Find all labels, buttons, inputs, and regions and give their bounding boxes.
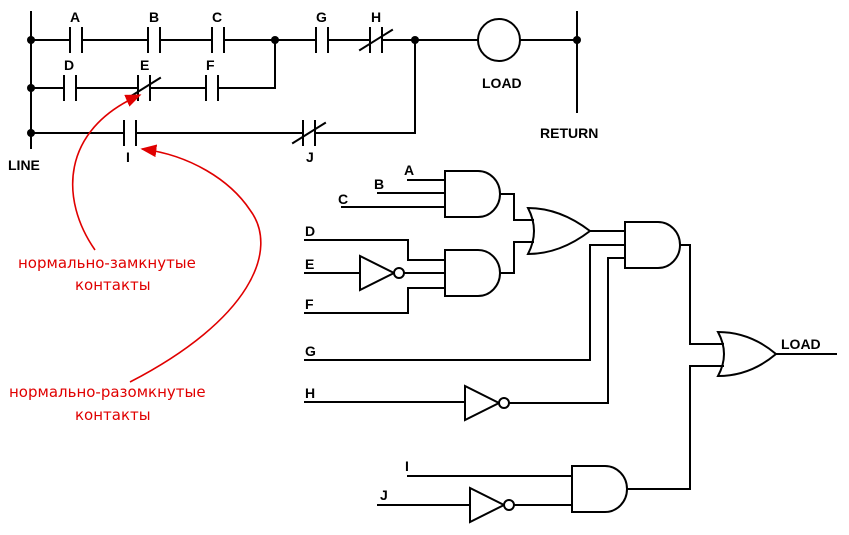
and-gate-3 <box>624 221 681 269</box>
and-gate-abc <box>444 170 501 218</box>
contact-label: I <box>126 149 130 165</box>
input-label: A <box>404 162 414 178</box>
input-label: C <box>338 191 348 207</box>
junction-dot <box>411 36 419 44</box>
contact-label: F <box>206 57 215 73</box>
contact-j: J <box>291 120 327 165</box>
input-label: D <box>305 223 315 239</box>
input-label: B <box>374 176 384 192</box>
not-gate-h <box>464 384 502 422</box>
junction-dot <box>27 129 35 137</box>
input-label: J <box>380 487 388 503</box>
contact-label: A <box>70 9 80 25</box>
no-annotation-line2: контакты <box>75 406 151 424</box>
rung-3 <box>30 39 416 134</box>
contact-label: G <box>316 9 327 25</box>
not-gate-e <box>359 254 397 292</box>
ladder-diagram: A B C G H D E F <box>8 9 598 173</box>
contact-label: B <box>149 9 159 25</box>
input-label: F <box>305 296 314 312</box>
contact-a: A <box>69 9 83 53</box>
junction-dot <box>27 36 35 44</box>
no-arrow <box>129 144 262 383</box>
nc-arrow <box>71 94 142 251</box>
contact-label: E <box>140 57 149 73</box>
line-label: LINE <box>8 157 40 173</box>
nc-annotation-line2: контакты <box>75 276 151 294</box>
return-label: RETURN <box>540 125 598 141</box>
output-label: LOAD <box>781 336 821 352</box>
not-gate-j <box>469 486 507 524</box>
input-label: G <box>305 343 316 359</box>
junction-dot <box>271 36 279 44</box>
contact-label: C <box>212 9 222 25</box>
junction-dot <box>573 36 581 44</box>
and-gate-4 <box>571 465 628 513</box>
contact-g: G <box>315 9 329 53</box>
contact-label: H <box>371 9 381 25</box>
annotations: нормально-замкнутые контакты нормально-р… <box>9 94 262 424</box>
load-coil <box>477 18 521 62</box>
contact-b: B <box>147 9 161 53</box>
or-gate-output <box>716 330 778 378</box>
rung-2 <box>30 39 276 89</box>
contact-f: F <box>205 57 219 101</box>
load-label: LOAD <box>482 75 522 91</box>
or-gate-1 <box>526 206 592 256</box>
input-label: H <box>305 385 315 401</box>
contact-h: H <box>358 9 394 53</box>
contact-label: J <box>306 149 314 165</box>
contact-i: I <box>123 120 137 165</box>
contact-e: E <box>126 57 162 101</box>
junction-dot <box>27 84 35 92</box>
logic-diagram: A B C D E F G H I J <box>304 162 837 524</box>
contact-d: D <box>63 57 77 101</box>
input-label: E <box>305 256 314 272</box>
no-annotation-line1: нормально-разомкнутые <box>9 383 206 401</box>
contact-c: C <box>211 9 225 53</box>
input-label: I <box>405 458 409 474</box>
and-gate-def <box>444 249 501 297</box>
contact-label: D <box>64 57 74 73</box>
nc-annotation-line1: нормально-замкнутые <box>18 254 196 272</box>
